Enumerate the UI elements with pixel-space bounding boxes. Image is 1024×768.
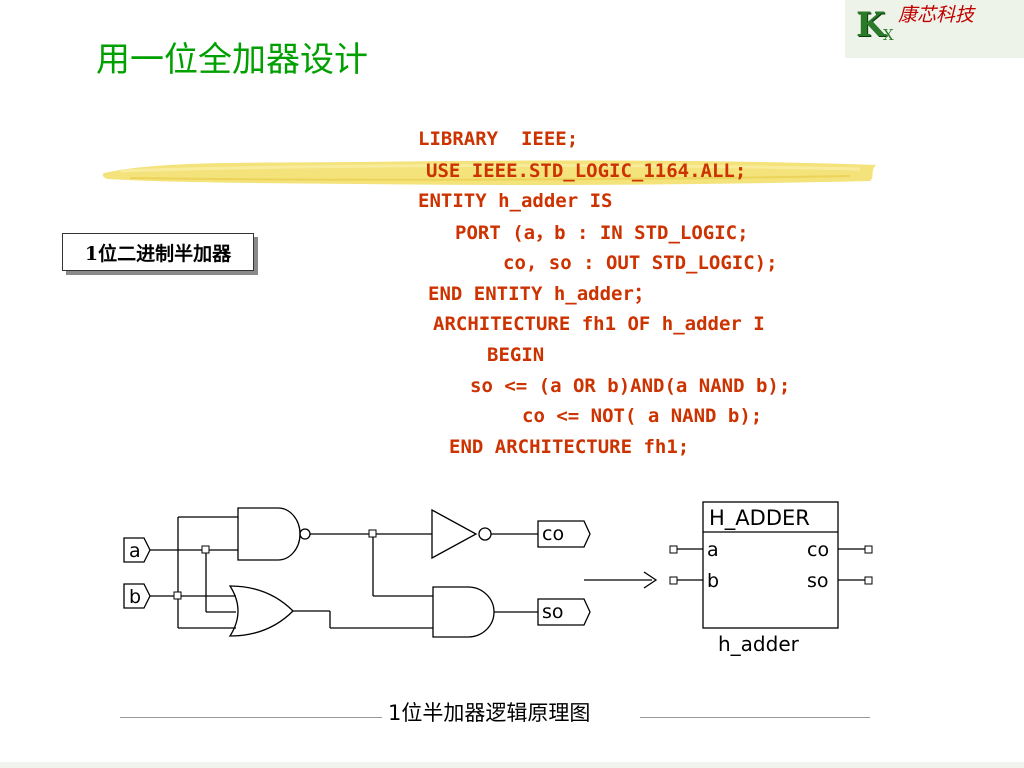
input-label-a: a [129, 540, 141, 562]
code-line: BEGIN [487, 344, 545, 366]
logo-company-name: 康芯科技 [898, 4, 975, 26]
junction-node [368, 529, 377, 538]
logo-letter-k: K [856, 5, 886, 45]
block-instance-name: h_adder [718, 632, 800, 656]
h-adder-block [702, 501, 839, 629]
pin-node [669, 576, 678, 585]
pin-node [864, 545, 873, 554]
arrow-icon [643, 571, 658, 589]
highlighter-stroke [102, 160, 877, 185]
code-line: END ARCHITECTURE fh1; [449, 436, 690, 458]
pin-node [864, 576, 873, 585]
nand-bubble [299, 528, 311, 540]
output-tag-co [537, 520, 591, 548]
code-line: ARCHITECTURE fh1 OF h_adder I [433, 313, 765, 335]
input-label-b: b [129, 586, 141, 608]
logo-background [845, 0, 1024, 58]
logo-letter-x: X [883, 26, 894, 44]
nand-gate [237, 507, 301, 561]
code-line: END ENTITY h_adder； [428, 283, 653, 305]
caption-rule-right [640, 717, 870, 718]
code-line: so <= (a OR b)AND(a NAND b); [470, 375, 791, 397]
bottom-strip [0, 762, 1024, 768]
code-line: PORT (a，b : IN STD_LOGIC; [455, 222, 749, 244]
input-tag-b [123, 583, 151, 609]
pin-node [669, 545, 678, 554]
code-line: ENTITY h_adder IS [418, 190, 613, 212]
block-pin-so: so [807, 570, 829, 592]
input-tag-a [123, 537, 151, 563]
output-label-co: co [542, 523, 564, 545]
output-tag-so [537, 598, 591, 626]
diagram-caption: 1位半加器逻辑原理图 [388, 701, 591, 725]
block-pin-co: co [807, 539, 829, 561]
code-line: USE IEEE.STD_LOGIC_1164.ALL; [426, 160, 747, 182]
and-gate [432, 586, 495, 638]
code-line: LIBRARY IEEE; [418, 128, 579, 150]
or-gate [228, 585, 294, 637]
junction-node [173, 591, 182, 600]
not-gate [431, 508, 478, 560]
junction-node [201, 545, 210, 554]
not-bubble [478, 527, 492, 541]
slide-title: 用一位全加器设计 [96, 40, 368, 80]
code-line: co, so : OUT STD_LOGIC); [503, 252, 778, 274]
block-pin-b: b [707, 570, 719, 592]
code-line: co <= NOT( a NAND b); [522, 405, 763, 427]
half-adder-label: 1位二进制半加器 [62, 233, 254, 271]
caption-rule-left [120, 717, 382, 718]
block-title: H_ADDER [709, 506, 810, 531]
block-pin-a: a [707, 539, 719, 561]
output-label-so: so [542, 601, 564, 623]
